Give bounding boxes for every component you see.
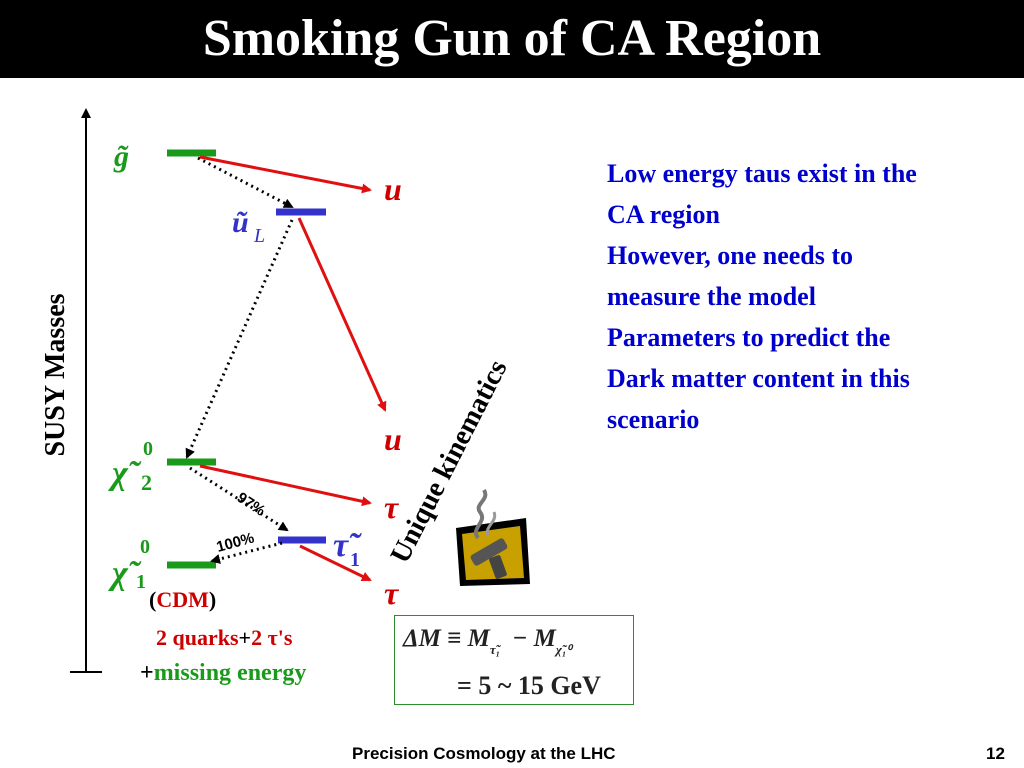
title-bar: Smoking Gun of CA Region [0, 0, 1024, 78]
cascade-squark-neutralino2 [185, 219, 294, 459]
cdm-label: (CDM) [149, 587, 216, 612]
product-u-top: u [384, 171, 402, 207]
decay-neutralino2-tau [199, 464, 372, 507]
neutralino1-subscript: 1 [136, 571, 146, 593]
susy-diagram: SUSY Masses 97% 100% g̃ ũ L χ̃ 0 2 τ̃ 1 … [40, 108, 530, 686]
stau-subscript: 1 [350, 549, 360, 571]
branching-100: 100% [215, 530, 256, 556]
signature-line2: +missing energy [140, 660, 306, 686]
signature-line1: 2 quarks+2 τ's [156, 625, 293, 650]
cdm-text: CDM [156, 587, 209, 612]
signature-quarks: 2 quarks [156, 625, 239, 650]
formula-lhs: ΔM ≡ M [402, 625, 491, 652]
product-tau-bottom: τ [384, 575, 400, 611]
decay-stau-tau [299, 544, 372, 582]
product-tau-mid: τ [384, 489, 400, 525]
formula-minus: − M [512, 625, 556, 652]
cdm-open: ( [149, 587, 156, 612]
description-line: Parameters to predict the [607, 323, 891, 352]
neutralino2-subscript: 2 [141, 470, 152, 495]
gluino-label: g̃ [113, 140, 129, 173]
formula-line1: ΔM ≡ Mτ̃₁ − Mχ̃₁⁰ [402, 625, 574, 657]
cdm-close: ) [209, 587, 216, 612]
description-line: However, one needs to [607, 241, 854, 270]
signature-plus1: + [239, 625, 252, 650]
description-line: measure the model [607, 282, 816, 311]
slide-title: Smoking Gun of CA Region [202, 10, 822, 67]
squark-label: ũ [232, 206, 249, 239]
footer: Precision Cosmology at the LHC 12 [0, 740, 1024, 768]
signature-taus: 2 τ's [251, 625, 293, 650]
neutralino1-superscript: 0 [140, 536, 150, 558]
product-u-mid: u [384, 421, 402, 457]
signature-missing: missing energy [154, 660, 307, 686]
neutralino2-label: χ̃ [108, 455, 142, 492]
formula-line2: = 5 ~ 15 GeV [457, 671, 601, 700]
axis-label: SUSY Masses [40, 293, 71, 456]
description-line: scenario [607, 405, 700, 434]
cascade-stau-neutralino1 [210, 541, 283, 564]
description: Low energy taus exist in the CA region H… [607, 153, 1017, 440]
cascade-neutralino2-stau [189, 466, 289, 532]
footer-text: Precision Cosmology at the LHC [352, 744, 616, 763]
description-line: CA region [607, 200, 720, 229]
decay-gluino-u [199, 155, 372, 194]
formula-box: ΔM ≡ Mτ̃₁ − Mχ̃₁⁰ = 5 ~ 15 GeV [394, 615, 634, 705]
branching-97: 97% [234, 489, 268, 520]
description-line: Low energy taus exist in the [607, 159, 917, 188]
smoking-gun-icon [456, 488, 530, 586]
page-number: 12 [986, 744, 1005, 763]
formula-sub1: τ̃₁ [490, 642, 502, 657]
neutralino2-superscript: 0 [143, 438, 153, 460]
formula-sub2: χ̃₁⁰ [554, 642, 575, 657]
signature-plus2: + [140, 660, 154, 686]
description-line: Dark matter content in this [607, 364, 910, 393]
decay-squark-u [297, 217, 387, 412]
squark-subscript: L [253, 225, 265, 247]
